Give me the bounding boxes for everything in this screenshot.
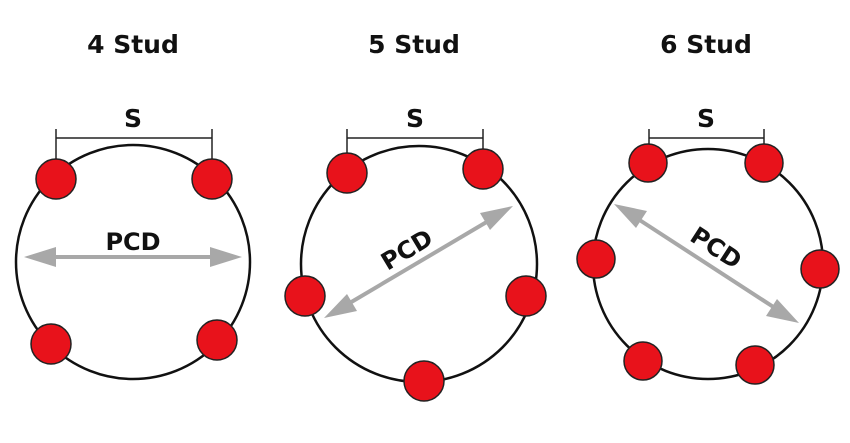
pcd-arrow-6-stud	[614, 204, 799, 323]
diagram-5-stud: 5 Stud S PCD	[284, 30, 547, 402]
spacing-label-5-stud: S	[406, 104, 424, 133]
title-5-stud: 5 Stud	[368, 30, 460, 59]
stud-6-bottom-left	[623, 341, 663, 381]
stud-6-right	[800, 249, 840, 289]
title-6-stud: 6 Stud	[660, 30, 752, 59]
diagram-6-stud: 6 Stud S PCD	[576, 30, 840, 385]
stud-6-top-right	[744, 143, 784, 183]
pcd-label-4-stud: PCD	[105, 228, 160, 256]
diagram-4-stud: 4 Stud S PCD	[14, 30, 252, 381]
stud-5-left	[284, 275, 326, 317]
stud-5-right	[505, 275, 547, 317]
pcd-label-6-stud: PCD	[685, 221, 746, 275]
stud-4-bottom-left	[30, 323, 72, 365]
title-4-stud: 4 Stud	[87, 30, 179, 59]
spacing-label-4-stud: S	[124, 104, 142, 133]
spacing-label-6-stud: S	[697, 104, 715, 133]
stud-6-top-left	[628, 143, 668, 183]
stud-4-bottom-right	[196, 319, 238, 361]
stud-4-top-right	[191, 158, 233, 200]
stud-5-top-right	[462, 148, 504, 190]
stud-5-top-left	[326, 152, 368, 194]
stud-6-bottom-right	[735, 345, 775, 385]
pcd-arrow-5-stud	[324, 206, 513, 318]
pitch-circle-4-stud	[14, 143, 252, 381]
stud-5-bottom	[403, 360, 445, 402]
spacing-bracket-4-stud	[55, 129, 213, 160]
stud-6-left	[576, 239, 616, 279]
pcd-arrow-4-stud	[24, 247, 242, 267]
stud-4-top-left	[35, 158, 77, 200]
